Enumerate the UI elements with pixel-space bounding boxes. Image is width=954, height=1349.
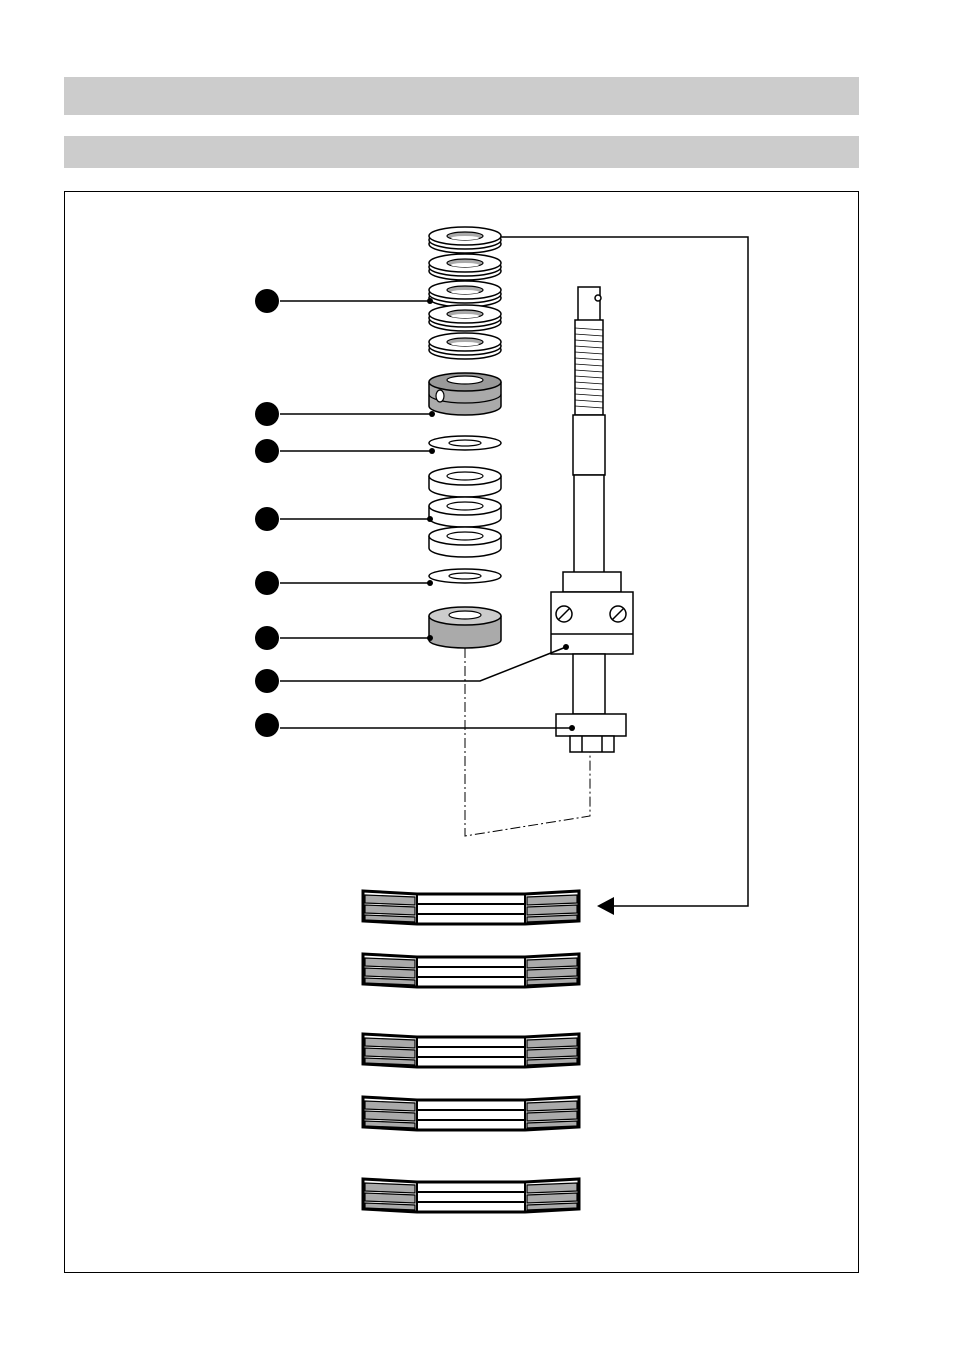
section-arrangement-5 bbox=[361, 1177, 581, 1214]
spacer-ring-2 bbox=[428, 496, 502, 528]
spring-washer-stack bbox=[428, 226, 502, 360]
reference-arrowhead bbox=[597, 897, 614, 915]
callout-7 bbox=[255, 669, 279, 693]
callout-8 bbox=[255, 713, 279, 737]
spring-cross-sections bbox=[361, 889, 581, 1214]
callout-5 bbox=[255, 571, 279, 595]
callout-1 bbox=[255, 289, 279, 313]
shaft-assembly bbox=[550, 286, 634, 753]
subsection-header-bar bbox=[64, 136, 859, 168]
alignment-centerline bbox=[464, 648, 591, 837]
callout-4 bbox=[255, 507, 279, 531]
flat-washer-lower bbox=[428, 568, 502, 584]
section-arrangement-1 bbox=[361, 889, 581, 926]
callout-3 bbox=[255, 439, 279, 463]
callout-tip-dots bbox=[427, 298, 575, 731]
callout-6 bbox=[255, 626, 279, 650]
section-arrangement-4 bbox=[361, 1095, 581, 1132]
spacer-ring-3 bbox=[428, 526, 502, 558]
diagram-frame bbox=[64, 191, 859, 1273]
section-arrangement-2 bbox=[361, 952, 581, 989]
callout-leaders bbox=[280, 300, 572, 729]
reference-arrow-line bbox=[501, 236, 749, 907]
bushing bbox=[428, 606, 502, 649]
section-header-bar bbox=[64, 77, 859, 115]
adjusting-nut bbox=[428, 372, 502, 416]
callout-2 bbox=[255, 402, 279, 426]
flat-washer-upper bbox=[428, 435, 502, 451]
spacer-ring-1 bbox=[428, 466, 502, 498]
section-arrangement-3 bbox=[361, 1032, 581, 1069]
callout-markers bbox=[255, 289, 279, 737]
